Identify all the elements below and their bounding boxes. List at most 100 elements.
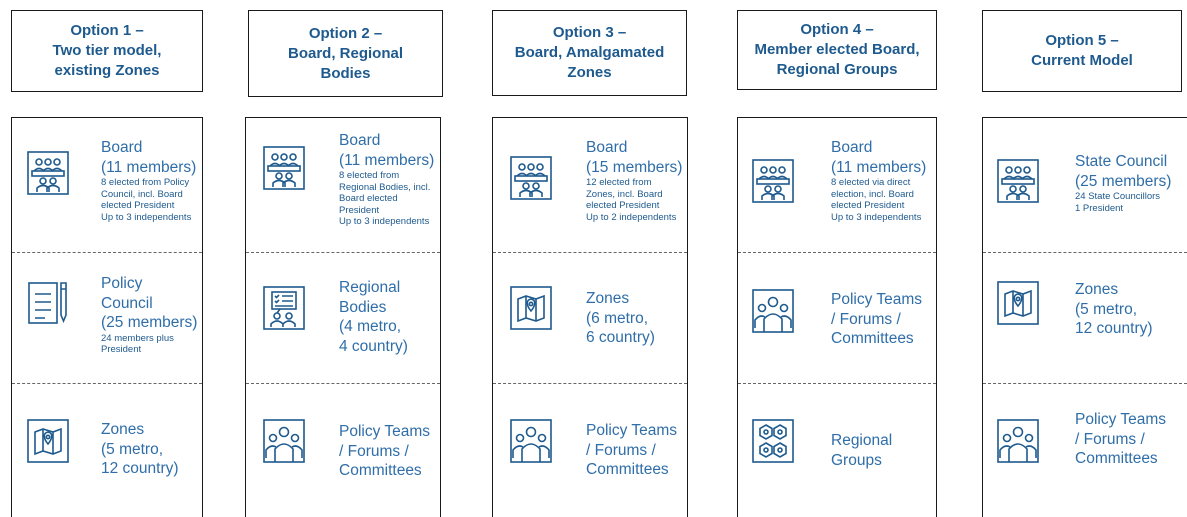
row-separator xyxy=(738,252,936,253)
cell-heading-line: 12 country) xyxy=(1075,320,1153,337)
option-2-header: Option 2 – Board, Regional Bodies xyxy=(248,10,443,97)
people-group-icon xyxy=(509,418,553,464)
header-line: Option 4 – xyxy=(800,21,874,38)
cell-detail-line: 8 elected via direct xyxy=(831,177,911,188)
row-separator xyxy=(12,252,202,253)
cell-detail-line: election, incl. Board xyxy=(831,188,914,200)
cell-heading-line: (6 metro, xyxy=(586,309,649,327)
cell-heading-line: 12 country) xyxy=(101,460,179,477)
cell-detail-line: Up to 3 independents xyxy=(831,211,922,223)
cell-heading-line: Committees xyxy=(586,461,669,478)
map-icon xyxy=(509,285,553,331)
cell-heading-line: Committees xyxy=(831,330,914,347)
cell-heading-line: (25 members) xyxy=(101,314,198,331)
header-line: Option 5 – xyxy=(1045,32,1119,49)
cell-heading-line: State Council xyxy=(1075,153,1168,170)
header-line: Bodies xyxy=(320,64,371,82)
cell-heading-line: Board xyxy=(586,139,628,156)
cell-detail-line: elected President xyxy=(586,200,660,211)
cell-heading-line: / Forums / xyxy=(339,442,409,460)
cell-heading-line: Committees xyxy=(339,462,422,479)
header-line: Option 3 – xyxy=(552,24,627,41)
cell-text: State Council(25 members)24 State Counci… xyxy=(1075,152,1171,214)
board-icon xyxy=(996,158,1040,204)
cell-heading-line: 4 country) xyxy=(339,337,408,355)
cell-text: Zones (6 metro, 6 country) xyxy=(586,289,655,348)
header-line: Option 2 – xyxy=(308,24,383,42)
cell-detail-line: 8 elected from Policy xyxy=(101,177,190,188)
cell-heading-line: / Forums / xyxy=(586,441,656,459)
cell-heading-line: Committees xyxy=(1075,450,1158,467)
cell-heading-line: Council xyxy=(101,294,153,312)
cell-text: Zones(5 metro,12 country) xyxy=(1075,280,1153,339)
cell-heading-line: Policy Teams xyxy=(1075,411,1167,428)
header-line: Two tier model, xyxy=(52,42,162,59)
cell-heading-line: Regional xyxy=(339,279,401,296)
header-line: Current Model xyxy=(1031,52,1133,69)
hexagon-network-icon xyxy=(751,418,795,464)
row-separator xyxy=(246,383,440,384)
option-3-header: Option 3 – Board, Amalgamated Zones xyxy=(492,10,687,96)
cell-text: Policy Teams/ Forums /Committees xyxy=(339,422,430,481)
cell-detail-line: Regional Bodies, incl. xyxy=(339,181,431,193)
cell-heading-line: Zones xyxy=(101,421,145,438)
board-icon xyxy=(26,150,70,196)
row-separator xyxy=(983,252,1187,253)
cell-detail-line: Board elected xyxy=(339,193,398,204)
cell-heading-line: Board xyxy=(101,139,143,156)
header-line: existing Zones xyxy=(54,62,160,79)
board-icon xyxy=(262,145,306,191)
cell-heading-line: (15 members) xyxy=(586,158,683,176)
policy-document-icon xyxy=(26,280,70,326)
cell-detail-line: 24 State Councillors xyxy=(1075,191,1161,202)
cell-detail-line: 12 elected from xyxy=(586,177,652,188)
header-line: Board, Regional xyxy=(287,44,403,62)
map-icon xyxy=(26,418,70,464)
cell-detail-line: 1 President xyxy=(1075,202,1124,214)
header-line: Zones xyxy=(567,64,612,81)
cell-heading-line: / Forums / xyxy=(831,310,901,328)
cell-detail-line: Up to 3 independents xyxy=(101,211,192,223)
cell-heading-line: Policy xyxy=(101,275,143,292)
row-separator xyxy=(738,383,936,384)
cell-heading-line: (4 metro, xyxy=(339,318,402,335)
header-line: Option 1 – xyxy=(70,22,144,39)
option-5-header: Option 5 – Current Model xyxy=(982,10,1182,92)
cell-heading-line: Board xyxy=(339,132,381,149)
option-4-header: Option 4 – Member elected Board, Regiona… xyxy=(737,10,937,90)
option-3-column xyxy=(492,117,688,517)
row-separator xyxy=(246,252,440,253)
cell-detail-line: 8 elected from xyxy=(339,170,400,181)
option-4-column xyxy=(737,117,937,517)
header-line: Board, Amalgamated xyxy=(514,44,665,61)
map-icon xyxy=(996,280,1040,326)
cell-heading-line: Policy Teams xyxy=(586,422,678,439)
board-icon xyxy=(751,158,795,204)
cell-heading-line: Regional xyxy=(831,432,893,449)
cell-text: Policy Teams/ Forums /Committees xyxy=(1075,410,1166,469)
cell-text: Policy Teams / Forums / Committees xyxy=(831,290,922,349)
row-separator xyxy=(12,383,202,384)
cell-heading-line: Policy Teams xyxy=(831,291,923,308)
people-group-icon xyxy=(262,418,306,464)
cell-text: Zones(5 metro,12 country) xyxy=(101,420,179,479)
cell-heading-line: 6 country) xyxy=(586,329,655,346)
board-icon xyxy=(509,155,553,201)
cell-heading-line: Zones xyxy=(586,290,630,307)
cell-heading-line: (11 members) xyxy=(831,158,927,176)
cell-heading-line: Bodies xyxy=(339,298,387,316)
row-separator xyxy=(493,252,687,253)
cell-heading-line: (5 metro, xyxy=(1075,300,1138,318)
cell-heading-line: Board xyxy=(831,139,873,156)
cell-detail-line: President xyxy=(101,344,142,355)
cell-heading-line: (11 members) xyxy=(101,158,197,176)
cell-detail-line: 24 members plus xyxy=(101,332,174,344)
option-1-header: Option 1 – Two tier model, existing Zone… xyxy=(11,10,203,92)
cell-detail-line: Up to 2 independents xyxy=(586,211,677,223)
cell-heading-line: Groups xyxy=(831,451,882,469)
